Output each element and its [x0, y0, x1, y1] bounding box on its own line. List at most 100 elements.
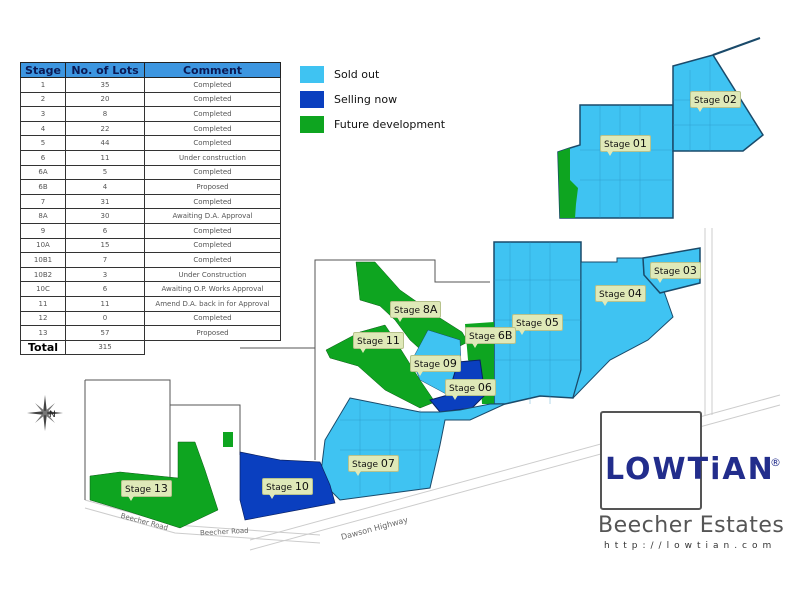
cell-stage: 6A	[20, 164, 66, 181]
cell-stage: 11	[20, 295, 66, 312]
stage-11-label[interactable]: Stage 11	[353, 332, 404, 353]
stage-03-label[interactable]: Stage 03	[650, 262, 701, 283]
legend-label: Selling now	[334, 93, 398, 106]
stage-10-label[interactable]: Stage 10	[262, 478, 313, 499]
cell-lots: 22	[65, 120, 145, 137]
cell-lots: 7	[65, 252, 145, 268]
stage-09-label[interactable]: Stage 09	[410, 355, 461, 376]
legend-item-selling-now: Selling now	[300, 87, 445, 112]
cell-lots: 20	[65, 91, 145, 108]
cell-lots: 6	[65, 222, 145, 239]
cell-stage: 13	[20, 325, 66, 341]
cell-lots: 11	[65, 295, 145, 312]
cell-lots: 6	[65, 281, 145, 297]
header-stage: Stage	[20, 62, 66, 78]
cell-comment: Proposed	[144, 179, 281, 195]
cell-comment: Under Construction	[144, 266, 281, 283]
cell-stage: 5	[20, 135, 66, 151]
stage-6b-label[interactable]: Stage 6B	[465, 327, 517, 348]
cell-lots: 5	[65, 164, 145, 181]
cell-lots: 57	[65, 325, 145, 341]
cell-comment: Awaiting O.P. Works Approval	[144, 281, 281, 297]
cell-comment: Completed	[144, 193, 281, 210]
total-label: Total	[20, 339, 66, 356]
cell-comment: Awaiting D.A. Approval	[144, 208, 281, 224]
stage-01-area	[557, 104, 674, 219]
stage-04-label[interactable]: Stage 04	[595, 285, 646, 306]
cell-comment: Completed	[144, 164, 281, 181]
stage-01-label[interactable]: Stage 01	[600, 135, 651, 156]
lowtian-logo-text: LOWTiAN	[605, 452, 775, 487]
swatch-sold-out-icon	[300, 66, 324, 83]
stage-07-label[interactable]: Stage 07	[348, 455, 399, 476]
header-lots: No. of Lots	[65, 62, 145, 78]
lowtian-logo-frame	[600, 411, 702, 510]
cell-stage: 6B	[20, 179, 66, 195]
cell-stage: 8A	[20, 208, 66, 224]
stage-06-label[interactable]: Stage 06	[445, 379, 496, 400]
swatch-selling-now-icon	[300, 91, 324, 108]
cell-stage: 10B1	[20, 252, 66, 268]
cell-stage: 2	[20, 91, 66, 108]
cell-lots: 15	[65, 237, 145, 254]
cell-comment: Completed	[144, 135, 281, 151]
registered-mark: ®	[770, 456, 781, 469]
svg-text:N: N	[49, 410, 56, 420]
stage-13-label[interactable]: Stage 13	[121, 480, 172, 501]
cell-stage: 1	[20, 77, 66, 93]
cell-lots: 31	[65, 193, 145, 210]
cell-comment: Under construction	[144, 149, 281, 166]
legend-label: Sold out	[334, 68, 380, 81]
map-legend: Sold out Selling now Future development	[300, 62, 445, 137]
cell-stage: 10A	[20, 237, 66, 254]
estate-name: Beecher Estates	[598, 513, 785, 538]
stage-05-label[interactable]: Stage 05	[512, 314, 563, 335]
cell-lots: 3	[65, 266, 145, 283]
cell-lots: 8	[65, 106, 145, 122]
cell-stage: 9	[20, 222, 66, 239]
cell-lots: 30	[65, 208, 145, 224]
cell-comment: Completed	[144, 120, 281, 137]
cell-lots: 4	[65, 179, 145, 195]
cell-stage: 6	[20, 149, 66, 166]
cell-comment: Completed	[144, 91, 281, 108]
legend-label: Future development	[334, 118, 446, 131]
stage-07-area	[319, 397, 506, 501]
cell-stage: 3	[20, 106, 66, 122]
website-url[interactable]: http://lowtian.com	[604, 541, 777, 551]
cell-lots: 44	[65, 135, 145, 151]
header-comment: Comment	[144, 62, 281, 78]
cell-comment: Completed	[144, 237, 281, 254]
compass-rose-icon: N	[27, 395, 63, 431]
cell-stage: 10C	[20, 281, 66, 297]
swatch-future-icon	[300, 116, 324, 133]
legend-item-sold-out: Sold out	[300, 62, 445, 87]
total-value: 315	[65, 339, 145, 356]
cell-stage: 4	[20, 120, 66, 137]
cell-comment: Completed	[144, 222, 281, 239]
stage-02-label[interactable]: Stage 02	[690, 91, 741, 112]
table-header-row: Stage No. of Lots Comment	[20, 62, 281, 78]
cell-comment: Completed	[144, 252, 281, 268]
stage-8a-label[interactable]: Stage 8A	[390, 301, 442, 322]
parcel-outlines	[84, 259, 490, 500]
cell-comment: Completed	[144, 310, 281, 327]
